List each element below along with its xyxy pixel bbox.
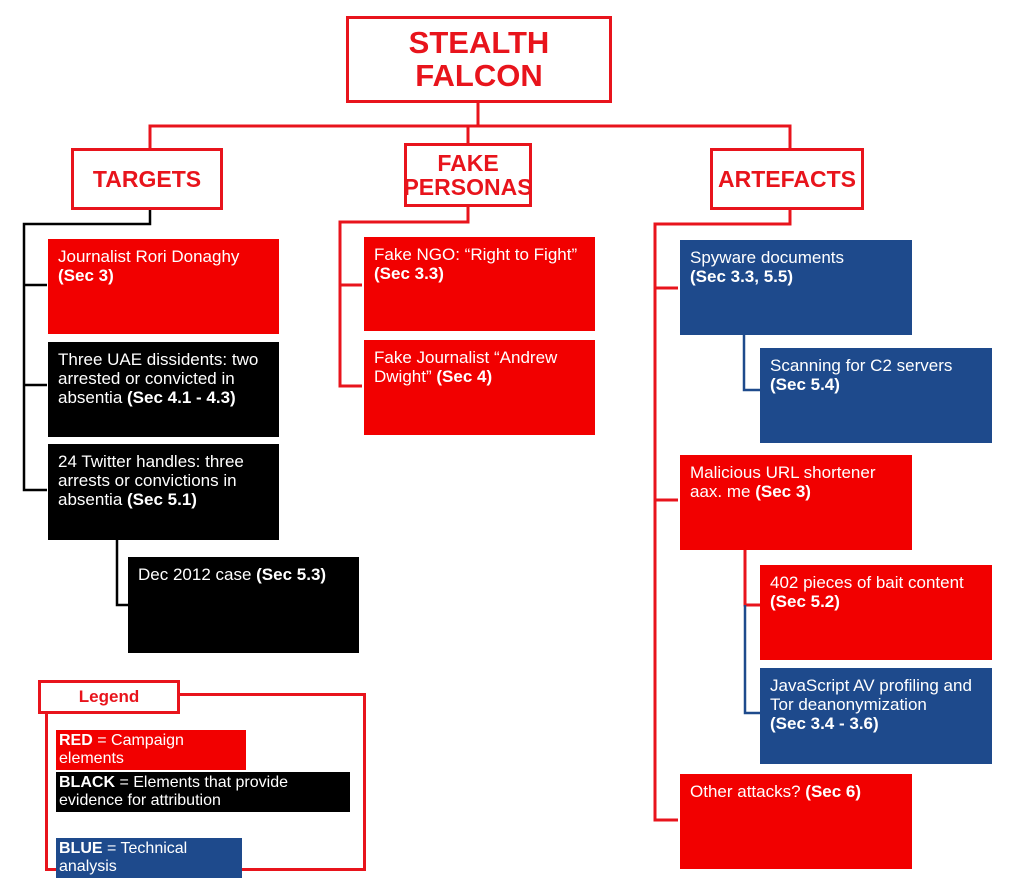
diagram-title-text: STEALTH FALCON [408, 24, 550, 93]
target-dec2012-box: Dec 2012 case (Sec 5.3) [128, 557, 359, 653]
artefact-url-box: Malicious URL shortener aax. me (Sec 3) [680, 455, 912, 550]
artefact-other-box: Other attacks? (Sec 6) [680, 774, 912, 869]
connector-title-targets [148, 103, 480, 148]
persona-ngo-text: Fake NGO: “Right to Fight” [374, 245, 578, 264]
artefact-url-ref: (Sec 3) [755, 482, 811, 502]
legend-item-blue: BLUE = Technical analysis [56, 838, 242, 878]
persona-journalist-text: Fake Journalist “Andrew Dwight” [374, 348, 558, 387]
artefact-js-box: JavaScript AV profiling and Tor deanonym… [760, 668, 992, 764]
artefact-c2-box: Scanning for C2 servers (Sec 5.4) [760, 348, 992, 443]
legend-red-key: RED [59, 732, 93, 749]
target-twitter-box: 24 Twitter handles: three arrests or con… [48, 444, 279, 540]
persona-journalist-ref: (Sec 4) [436, 367, 493, 387]
target-dissidents-box: Three UAE dissidents: two arrested or co… [48, 342, 279, 437]
diagram-title: STEALTH FALCON [346, 16, 612, 103]
target-journalist-ref: (Sec 3) [58, 266, 114, 286]
artefact-spyware-ref: (Sec 3.3, 5.5) [690, 267, 794, 287]
category-personas-line1: FAKE [437, 149, 499, 176]
legend-item-red: RED = Campaign elements [56, 730, 246, 770]
legend-red-desc: = Campaign elements [59, 732, 184, 767]
legend-blue-key: BLUE [59, 840, 103, 857]
artefact-spyware-text: Spyware documents [690, 248, 845, 267]
target-journalist-box: Journalist Rori Donaghy (Sec 3) [48, 239, 279, 334]
connector-bait-js [743, 605, 760, 715]
target-journalist-text: Journalist Rori Donaghy [58, 247, 240, 266]
artefact-js-ref: (Sec 3.4 - 3.6) [770, 714, 879, 734]
artefact-bait-ref: (Sec 5.2) [770, 592, 840, 612]
connector-personas-tree [338, 207, 470, 388]
target-twitter-ref: (Sec 5.1) [127, 490, 197, 510]
category-fake-personas: FAKE PERSONAS [403, 143, 533, 207]
connector-title-artefacts [478, 124, 792, 148]
category-personas-line2: PERSONAS [403, 174, 533, 200]
category-artefacts-label: ARTEFACTS [718, 165, 856, 192]
artefact-bait-text: 402 pieces of bait content [770, 573, 964, 592]
legend-black-desc: = Elements that provide evidence for att… [59, 774, 288, 809]
persona-ngo-box: Fake NGO: “Right to Fight” (Sec 3.3) [364, 237, 595, 331]
persona-journalist-box: Fake Journalist “Andrew Dwight” (Sec 4) [364, 340, 595, 435]
artefact-other-ref: (Sec 6) [805, 782, 862, 801]
artefact-url-text: Malicious URL shortener aax. me [690, 463, 876, 502]
artefact-c2-ref: (Sec 5.4) [770, 375, 840, 395]
category-targets: TARGETS [71, 148, 223, 210]
legend-item-black: BLACK = Elements that provide evidence f… [56, 772, 350, 812]
target-dec2012-ref: (Sec 5.3) [256, 565, 327, 584]
category-targets-label: TARGETS [92, 165, 202, 192]
legend-title: Legend [38, 680, 180, 714]
artefact-spyware-box: Spyware documents (Sec 3.3, 5.5) [680, 240, 912, 335]
target-twitter-text: 24 Twitter handles: three arrests or con… [58, 452, 244, 510]
category-artefacts: ARTEFACTS [710, 148, 864, 210]
connector-spyware-c2 [742, 335, 760, 392]
target-dec2012-text: Dec 2012 case [138, 565, 252, 584]
connector-artefacts-tree [653, 210, 792, 822]
artefact-other-text: Other attacks? [690, 782, 801, 801]
target-dissidents-text: Three UAE dissidents: two arrested or co… [58, 350, 259, 408]
legend-title-text: Legend [78, 687, 140, 706]
artefact-bait-box: 402 pieces of bait content (Sec 5.2) [760, 565, 992, 660]
connector-twitter-dec2012 [115, 540, 128, 607]
artefact-js-text: JavaScript AV profiling and Tor deanonym… [770, 676, 972, 715]
target-dissidents-ref: (Sec 4.1 - 4.3) [127, 388, 236, 408]
connector-targets-tree [22, 210, 152, 492]
legend-blue-desc: = Technical analysis [59, 840, 188, 875]
artefact-c2-text: Scanning for C2 servers [770, 356, 953, 375]
legend-black-key: BLACK [59, 774, 115, 791]
persona-ngo-ref: (Sec 3.3) [374, 264, 444, 284]
connector-url-children [743, 550, 760, 607]
